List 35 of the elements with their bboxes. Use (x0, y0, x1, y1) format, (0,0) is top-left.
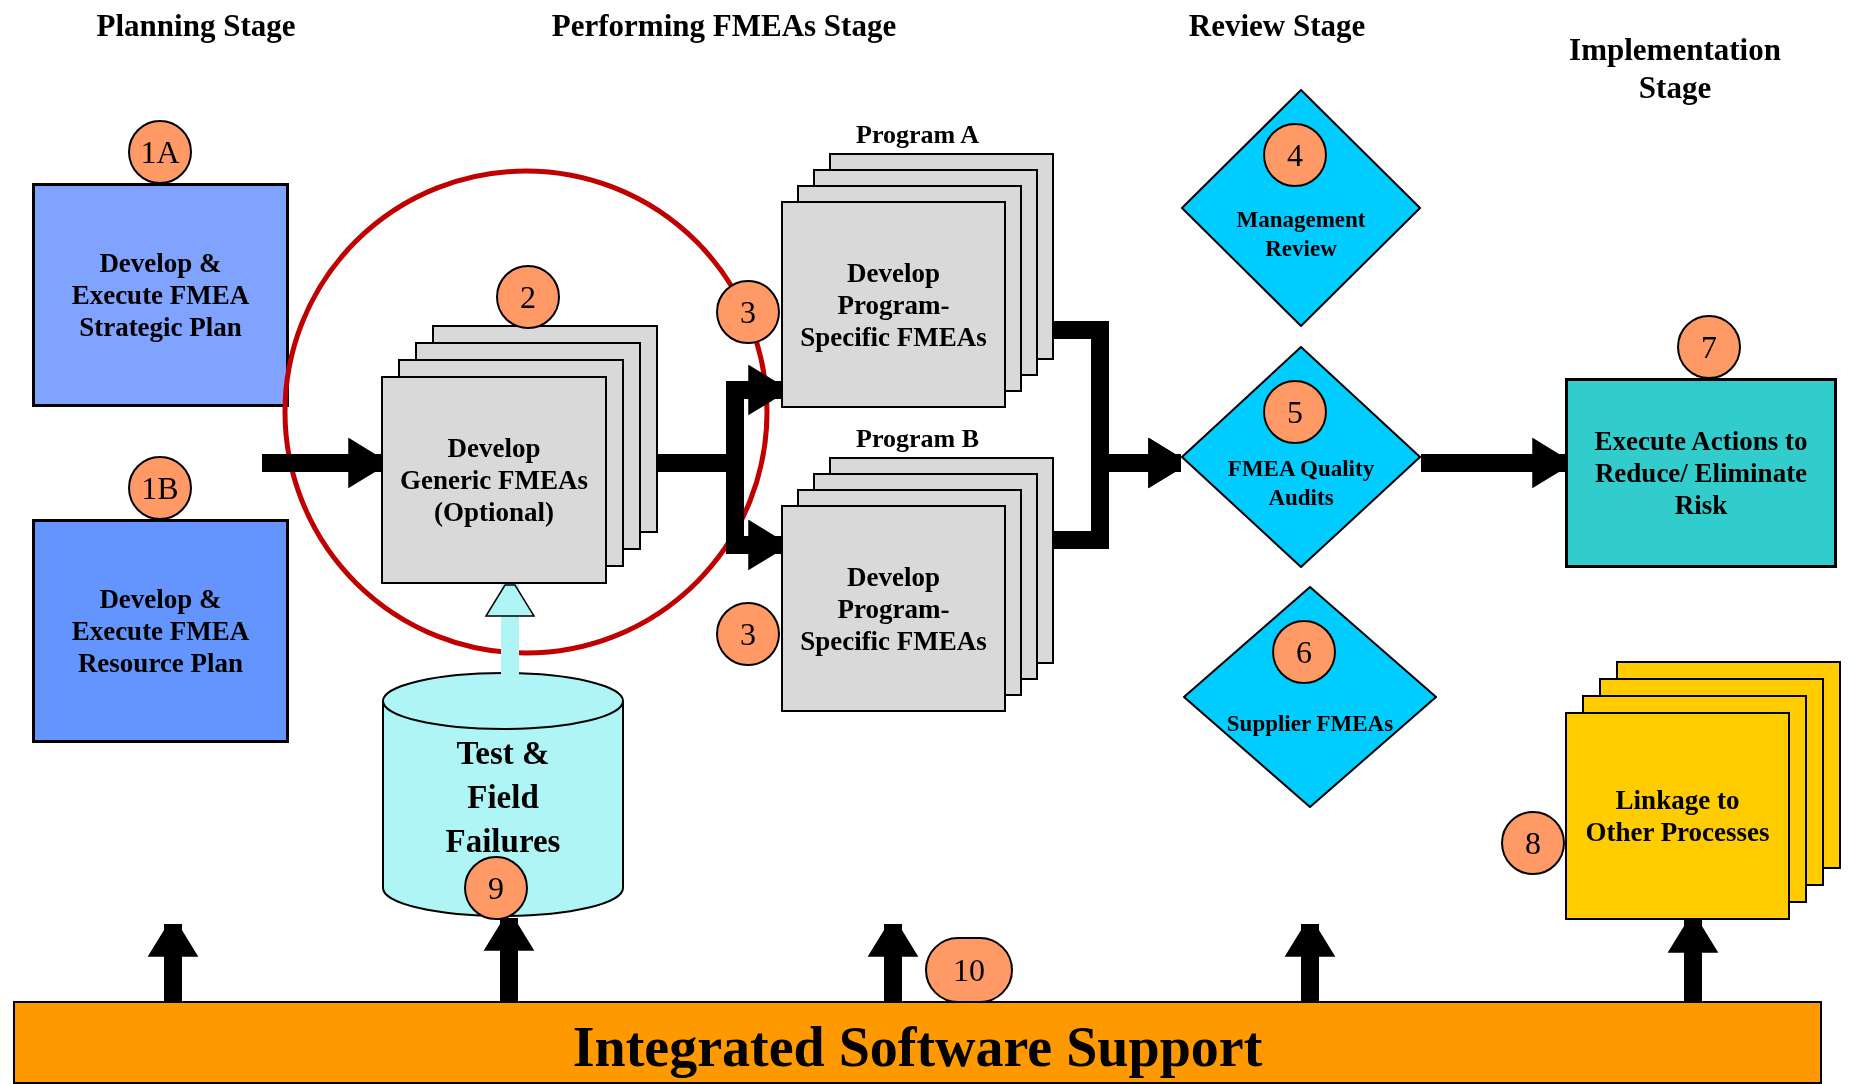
process-box (1565, 378, 1837, 568)
stage-heading: Performing FMEAs Stage (550, 7, 898, 45)
box-text: Develop & Execute FMEA Resource Plan (70, 583, 251, 679)
process-box (32, 519, 289, 743)
callout-number: 8 (1501, 811, 1565, 875)
support-bar (13, 1001, 1822, 1084)
stage-heading: Planning Stage (95, 7, 297, 45)
callout-number: 2 (496, 265, 560, 329)
diamond-text: Supplier FMEAs (1226, 709, 1394, 738)
box-text: Develop & Execute FMEA Strategic Plan (70, 247, 251, 343)
diamond-text: FMEA Quality Audits (1226, 455, 1376, 512)
callout-number: 1A (128, 120, 192, 184)
review-diamond (1181, 346, 1421, 568)
stack-text: Develop Program-Specific FMEAs (799, 256, 988, 353)
document-stack (1565, 661, 1841, 920)
stack-text: Linkage to Other Processes (1584, 784, 1771, 848)
stack-text: Develop Program-Specific FMEAs (799, 560, 988, 657)
callout-number: 3 (716, 280, 780, 344)
callout-number: 3 (716, 602, 780, 666)
process-box (32, 183, 289, 407)
document-stack (381, 325, 658, 584)
review-diamond (1181, 89, 1421, 327)
review-diamond (1183, 586, 1437, 808)
callout-number: 1B (128, 456, 192, 520)
box-text: Execute Actions to Reduce/ Eliminate Risk (1593, 425, 1809, 521)
callout-number: 10 (925, 937, 1013, 1003)
stage-heading: Implementation Stage (1568, 31, 1782, 107)
stack-text: Develop Generic FMEAs (Optional) (399, 432, 589, 528)
diamond-text: Management Review (1235, 206, 1367, 263)
database-cylinder (381, 671, 625, 918)
stage-heading: Review Stage (1187, 7, 1367, 45)
callout-number: 7 (1677, 315, 1741, 379)
stack-heading: Program A (855, 119, 980, 151)
stack-heading: Program B (855, 423, 980, 455)
bar-text: Integrated Software Support (572, 1014, 1263, 1080)
